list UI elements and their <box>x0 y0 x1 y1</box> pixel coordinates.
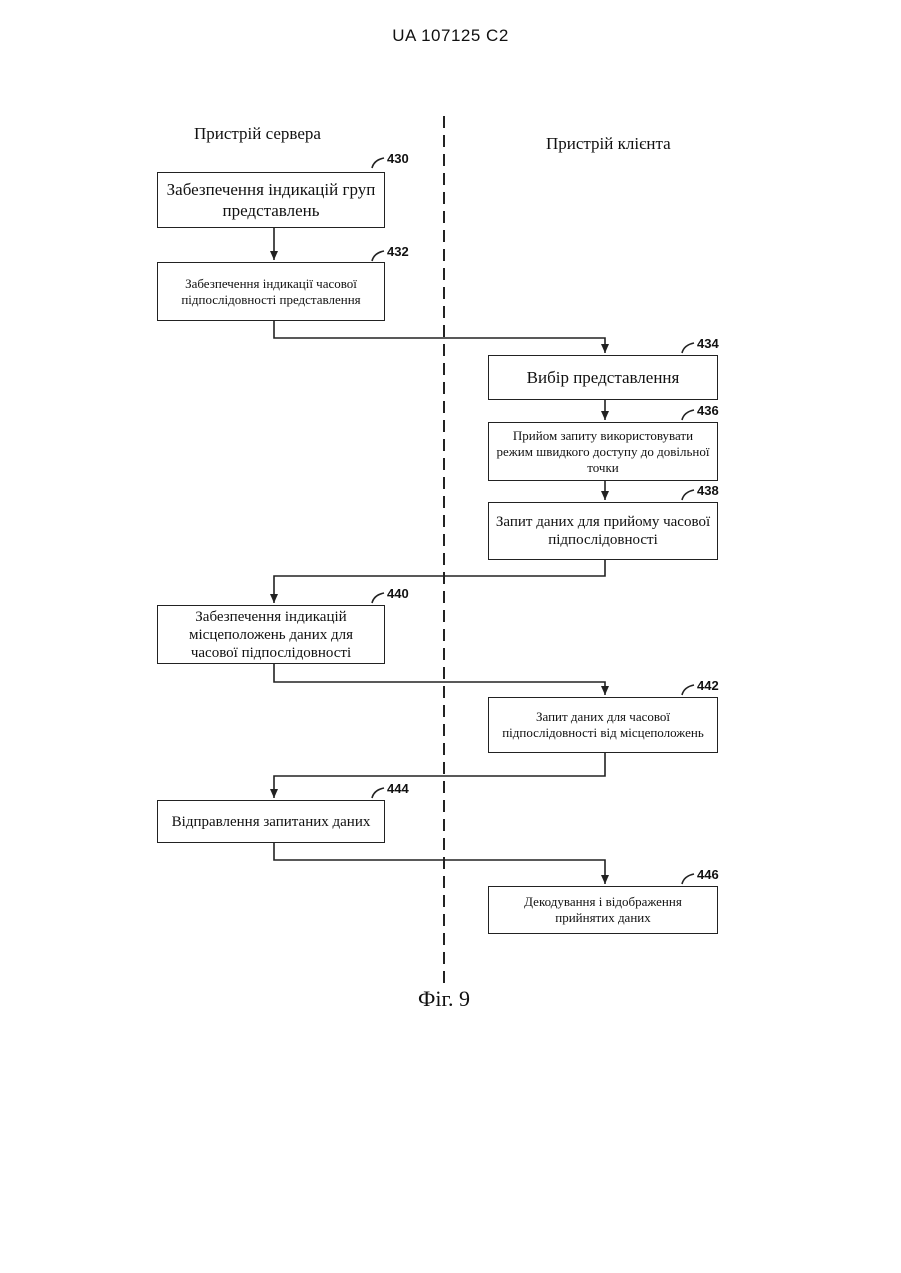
ref-tick-434 <box>682 343 694 353</box>
ref-number-440: 440 <box>387 586 409 601</box>
step-text-430: Забезпечення індикацій груп представлень <box>164 179 378 221</box>
arrow-432-to-434 <box>274 321 605 353</box>
ref-number-446: 446 <box>697 867 719 882</box>
arrow-440-to-442 <box>274 664 605 695</box>
step-text-434: Вибір представлення <box>527 367 680 388</box>
ref-tick-444 <box>372 788 384 798</box>
arrow-444-to-446 <box>274 843 605 884</box>
ref-number-438: 438 <box>697 483 719 498</box>
step-box-446: Декодування і відображення прийнятих дан… <box>488 886 718 934</box>
step-box-436: Прийом запиту використовувати режим швид… <box>488 422 718 481</box>
ref-number-442: 442 <box>697 678 719 693</box>
step-text-432: Забезпечення індикації часової підпослід… <box>164 276 378 308</box>
step-text-444: Відправлення запитаних даних <box>172 813 371 831</box>
step-box-434: Вибір представлення <box>488 355 718 400</box>
ref-number-436: 436 <box>697 403 719 418</box>
step-box-438: Запит даних для прийому часової підпослі… <box>488 502 718 560</box>
ref-number-432: 432 <box>387 244 409 259</box>
step-box-442: Запит даних для часової підпослідовності… <box>488 697 718 753</box>
step-box-430: Забезпечення індикацій груп представлень <box>157 172 385 228</box>
step-box-432: Забезпечення індикації часової підпослід… <box>157 262 385 321</box>
step-box-440: Забезпечення індикацій місцеположень дан… <box>157 605 385 664</box>
ref-tick-446 <box>682 874 694 884</box>
ref-tick-438 <box>682 490 694 500</box>
ref-tick-432 <box>372 251 384 261</box>
ref-number-444: 444 <box>387 781 409 796</box>
ref-number-430: 430 <box>387 151 409 166</box>
step-text-442: Запит даних для часової підпослідовності… <box>495 709 711 741</box>
step-box-444: Відправлення запитаних даних <box>157 800 385 843</box>
arrow-438-to-440 <box>274 560 605 603</box>
figure-caption: Фіг. 9 <box>0 986 888 1012</box>
arrow-442-to-444 <box>274 753 605 798</box>
step-text-446: Декодування і відображення прийнятих дан… <box>495 894 711 926</box>
ref-tick-436 <box>682 410 694 420</box>
ref-number-434: 434 <box>697 336 719 351</box>
step-text-438: Запит даних для прийому часової підпослі… <box>495 513 711 549</box>
step-text-440: Забезпечення індикацій місцеположень дан… <box>164 608 378 662</box>
step-text-436: Прийом запиту використовувати режим швид… <box>495 428 711 476</box>
ref-tick-430 <box>372 158 384 168</box>
ref-tick-442 <box>682 685 694 695</box>
ref-tick-440 <box>372 593 384 603</box>
